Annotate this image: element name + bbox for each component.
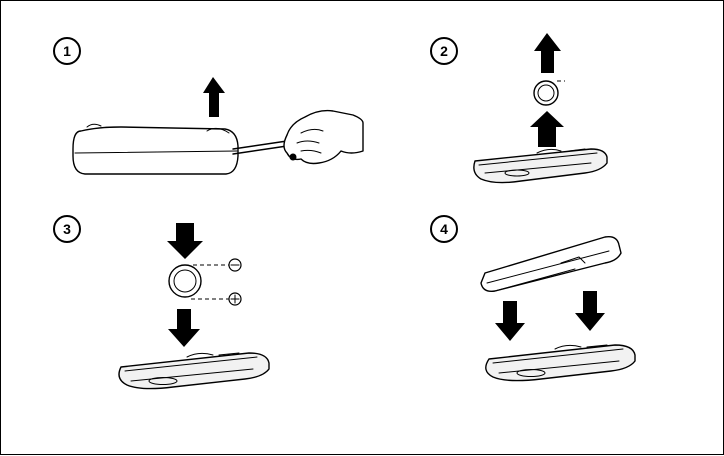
step-badge-3: 3	[54, 216, 80, 242]
coin-battery	[169, 265, 201, 297]
step-number-4: 4	[440, 221, 448, 237]
step-4-illustration	[481, 237, 635, 381]
step-number-2: 2	[440, 43, 448, 59]
step-number-1: 1	[63, 43, 71, 59]
step-1-illustration	[73, 77, 363, 174]
coin-battery	[534, 81, 565, 105]
arrow-up-icon	[203, 77, 225, 117]
positive-terminal-icon	[229, 293, 241, 305]
negative-terminal-icon	[229, 259, 241, 271]
arrow-down-icon	[168, 309, 200, 347]
fob-cover	[481, 237, 621, 292]
step-badge-1: 1	[54, 38, 80, 64]
step-number-3: 3	[63, 221, 71, 237]
arrow-up-icon	[530, 111, 564, 147]
screwdriver	[233, 141, 287, 154]
screwdriver-tip	[290, 154, 297, 161]
arrow-down-icon	[575, 291, 605, 331]
step-badge-2: 2	[431, 38, 457, 64]
step-badge-4: 4	[431, 216, 457, 242]
key-fob-closed	[73, 127, 238, 174]
arrow-up-icon	[534, 33, 561, 73]
step-2-illustration	[474, 33, 607, 183]
step-3-illustration	[119, 223, 269, 389]
arrow-down-icon	[495, 301, 525, 341]
arrow-down-icon	[167, 223, 203, 259]
